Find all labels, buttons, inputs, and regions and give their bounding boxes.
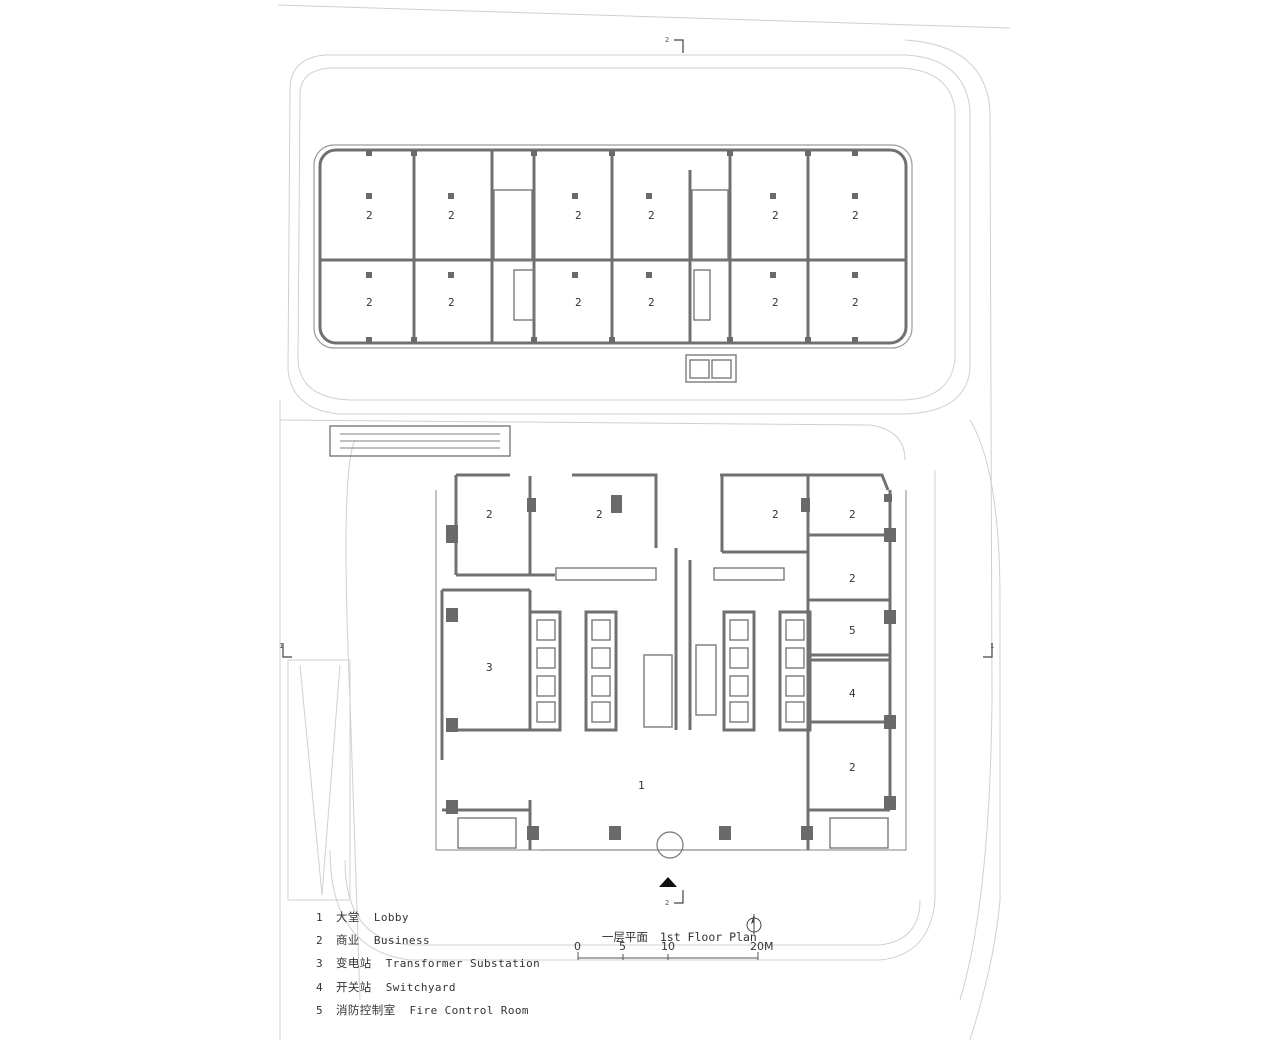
south-block: 2 2 2 2 2 5 3 4 1 2	[435, 473, 907, 859]
room-label: 2	[448, 296, 455, 309]
room-label: 2	[366, 296, 373, 309]
section-markers: 2 2 1 1	[279, 36, 994, 907]
section-marker-top: 2	[665, 36, 669, 44]
site-roads	[277, 4, 1011, 1041]
north-block: 2 2 2 2 2 2 2 2 2 2 2 2	[313, 144, 913, 457]
entrance-arrow-icon	[659, 877, 677, 887]
section-marker-left: 1	[279, 642, 283, 650]
section-marker-bottom: 2	[665, 899, 669, 907]
scale-tick-label: 20M	[750, 940, 774, 953]
room-label: 2	[575, 209, 582, 222]
room-label: 2	[849, 508, 856, 521]
drawing-title-en: 1st Floor Plan	[659, 930, 757, 944]
room-label: 2	[852, 296, 859, 309]
scale-tick-label: 10	[661, 940, 675, 953]
drawing-title: 一层平面 1st Floor Plan	[588, 915, 757, 945]
room-label: 2	[849, 572, 856, 585]
scale-tick-label: 0	[574, 940, 581, 953]
room-label: 4	[849, 687, 856, 700]
drawing-title-zh: 一层平面	[601, 930, 648, 944]
room-label: 2	[486, 508, 493, 521]
room-label: 3	[486, 661, 493, 674]
room-label: 2	[648, 209, 655, 222]
room-label: 2	[596, 508, 603, 521]
room-label: 2	[772, 296, 779, 309]
room-label: 2	[575, 296, 582, 309]
section-marker-right: 1	[990, 642, 994, 650]
room-label: 2	[852, 209, 859, 222]
scale-tick-label: 5	[619, 940, 626, 953]
room-label: 2	[448, 209, 455, 222]
north-arrow-icon	[746, 914, 762, 934]
room-label: 2	[849, 761, 856, 774]
room-label: 2	[772, 209, 779, 222]
room-label: 5	[849, 624, 856, 637]
scale-bar	[577, 952, 759, 960]
room-label: 2	[366, 209, 373, 222]
room-label: 1	[638, 779, 645, 792]
room-label: 2	[772, 508, 779, 521]
room-label: 2	[648, 296, 655, 309]
